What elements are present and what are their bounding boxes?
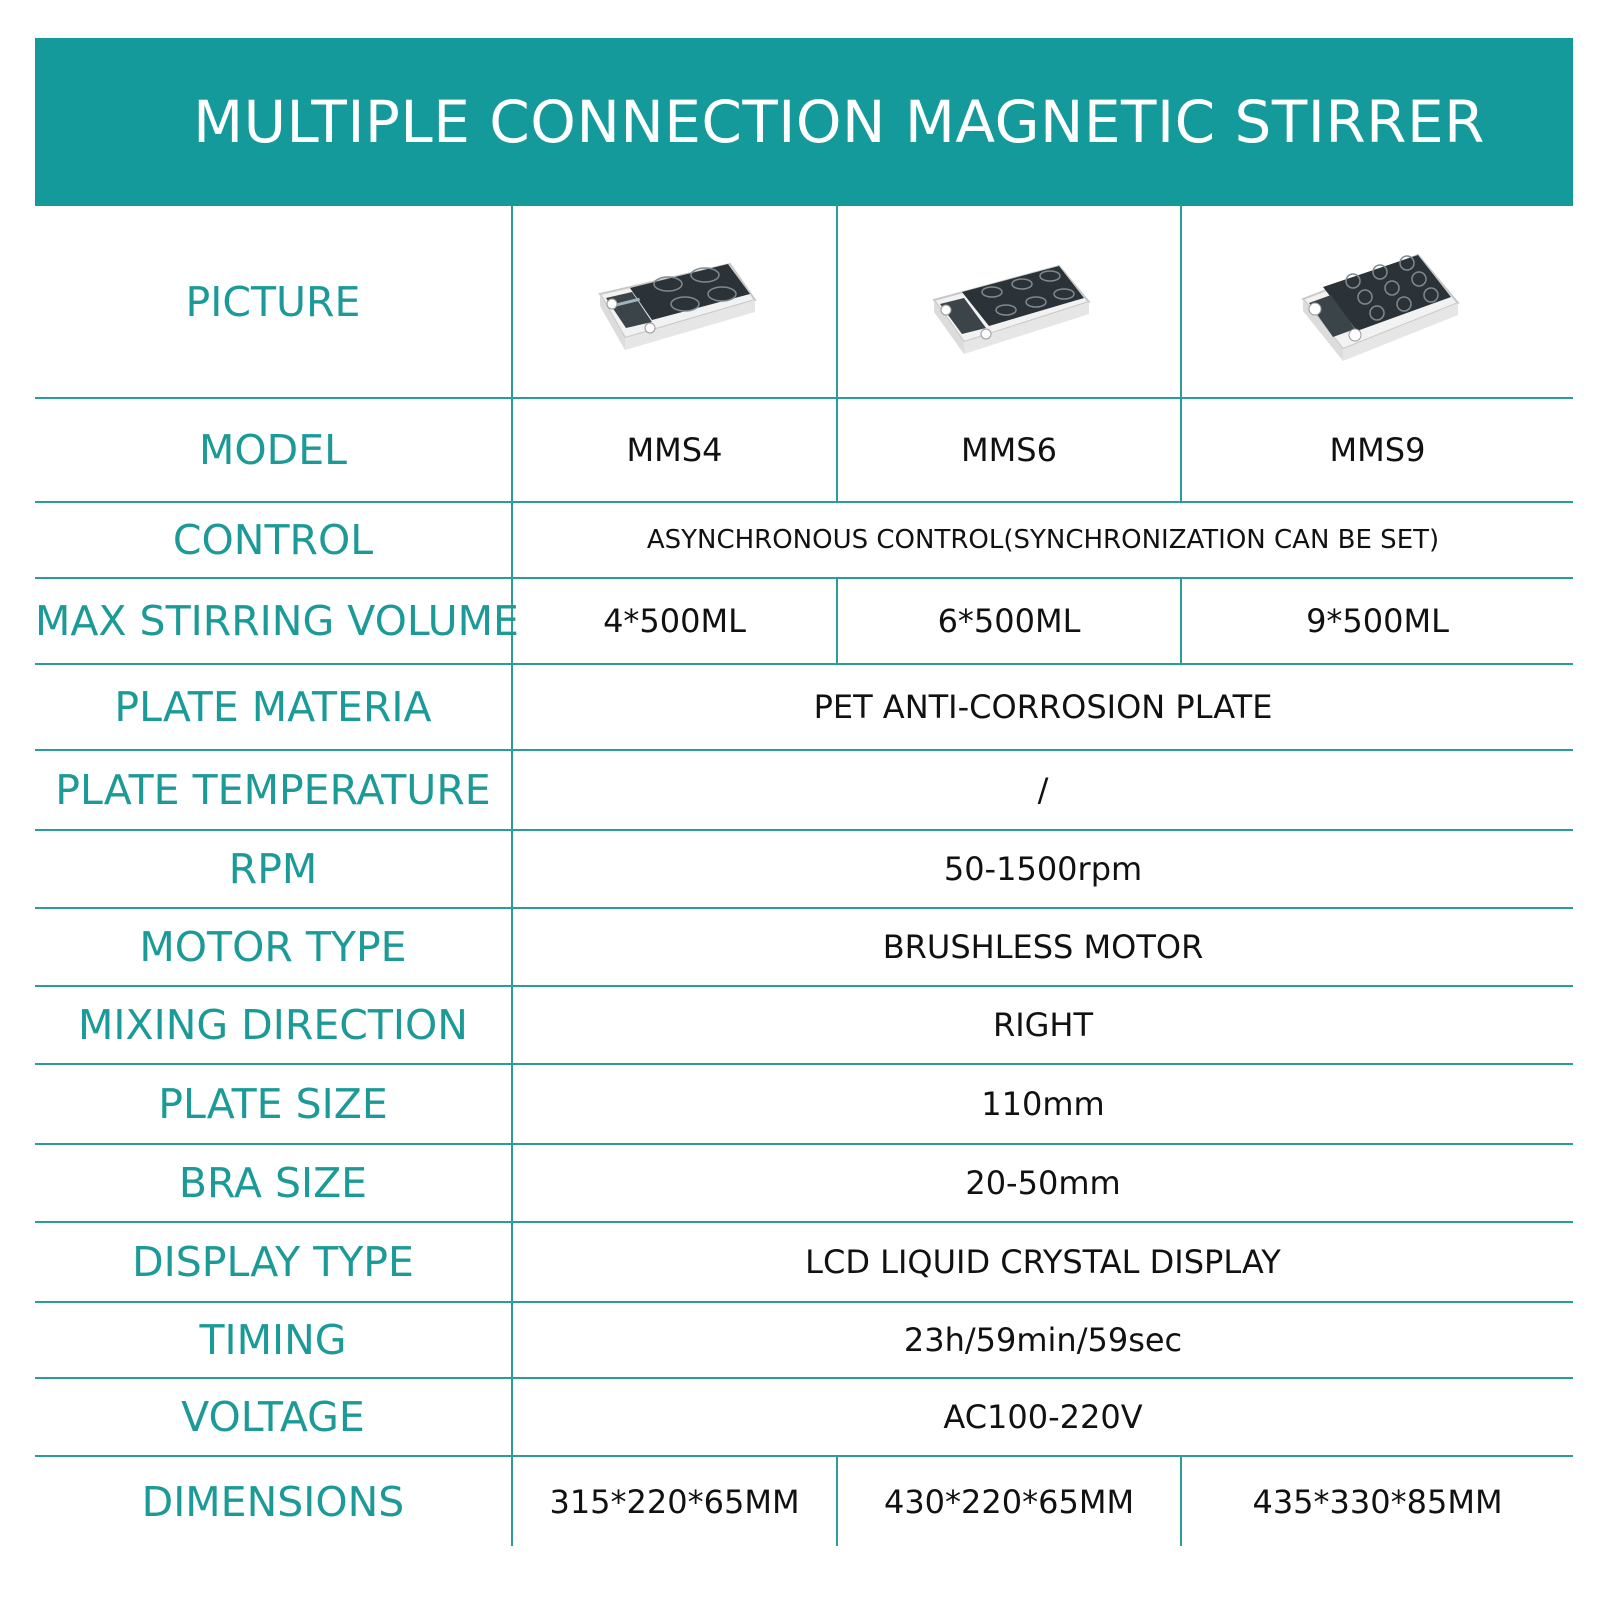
row-material: PLATE MATERIA PET ANTI-CORROSION PLATE [35, 663, 1573, 750]
row-picture: PICTURE [35, 206, 1573, 398]
label-timing: TIMING [35, 1301, 512, 1378]
direction-value: RIGHT [511, 985, 1573, 1064]
picture-mms4 [511, 206, 837, 398]
label-picture: PICTURE [185, 277, 361, 326]
label-rpm: RPM [35, 829, 512, 908]
row-bra-size: BRA SIZE 20-50mm [35, 1143, 1573, 1222]
label-plate-size: PLATE SIZE [35, 1063, 512, 1144]
label-bra-size: BRA SIZE [35, 1143, 512, 1222]
row-plate-size: PLATE SIZE 110mm [35, 1063, 1573, 1144]
row-rpm: RPM 50-1500rpm [35, 829, 1573, 908]
rpm-value: 50-1500rpm [511, 829, 1573, 908]
stirrer-4-plate-icon [597, 262, 757, 350]
model-mms6: MMS6 [836, 397, 1181, 502]
row-control: CONTROL ASYNCHRONOUS CONTROL(SYNCHRONIZA… [35, 501, 1573, 578]
volume-mms4: 4*500ML [511, 577, 837, 664]
row-volume: MAX STIRRING VOLUME 4*500ML 6*500ML 9*50… [35, 577, 1573, 664]
plate-size-value: 110mm [511, 1063, 1573, 1144]
display-value: LCD LIQUID CRYSTAL DISPLAY [511, 1221, 1573, 1302]
stirrer-9-plate-icon [1300, 253, 1460, 361]
label-dimensions: DIMENSIONS [35, 1455, 512, 1546]
stirrer-6-plate-icon [932, 264, 1091, 354]
bra-size-value: 20-50mm [511, 1143, 1573, 1222]
label-motor: MOTOR TYPE [35, 907, 512, 986]
model-mms9: MMS9 [1180, 397, 1573, 502]
dimensions-mms6: 430*220*65MM [836, 1455, 1181, 1546]
row-temperature: PLATE TEMPERATURE / [35, 749, 1573, 830]
label-control: CONTROL [35, 501, 512, 578]
row-timing: TIMING 23h/59min/59sec [35, 1301, 1573, 1378]
row-dimensions: DIMENSIONS 315*220*65MM 430*220*65MM 435… [35, 1455, 1573, 1546]
row-model: MODEL MMS4 MMS6 MMS9 [35, 397, 1573, 502]
dimensions-mms4: 315*220*65MM [511, 1455, 837, 1546]
row-voltage: VOLTAGE AC100-220V [35, 1377, 1573, 1456]
material-value: PET ANTI-CORROSION PLATE [511, 663, 1573, 750]
motor-value: BRUSHLESS MOTOR [511, 907, 1573, 986]
label-material: PLATE MATERIA [35, 663, 512, 750]
model-mms4: MMS4 [511, 397, 837, 502]
control-value: ASYNCHRONOUS CONTROL(SYNCHRONIZATION CAN… [511, 501, 1573, 578]
label-volume: MAX STIRRING VOLUME [35, 577, 519, 664]
row-motor: MOTOR TYPE BRUSHLESS MOTOR [35, 907, 1573, 986]
header-banner: MULTIPLE CONNECTION MAGNETIC STIRRER [35, 38, 1573, 206]
volume-mms9: 9*500ML [1180, 577, 1573, 664]
label-voltage: VOLTAGE [35, 1377, 512, 1456]
voltage-value: AC100-220V [511, 1377, 1573, 1456]
picture-mms6 [836, 206, 1181, 398]
row-direction: MIXING DIRECTION RIGHT [35, 985, 1573, 1064]
spec-table: PICTURE [35, 206, 1573, 1546]
label-model: MODEL [35, 397, 512, 502]
row-display: DISPLAY TYPE LCD LIQUID CRYSTAL DISPLAY [35, 1221, 1573, 1302]
label-direction: MIXING DIRECTION [35, 985, 512, 1064]
page-title: MULTIPLE CONNECTION MAGNETIC STIRRER [193, 88, 1485, 156]
temperature-value: / [511, 749, 1573, 830]
label-display: DISPLAY TYPE [35, 1221, 512, 1302]
label-temperature: PLATE TEMPERATURE [35, 749, 512, 830]
timing-value: 23h/59min/59sec [511, 1301, 1573, 1378]
volume-mms6: 6*500ML [836, 577, 1181, 664]
picture-mms9 [1180, 206, 1573, 398]
dimensions-mms9: 435*330*85MM [1180, 1455, 1573, 1546]
